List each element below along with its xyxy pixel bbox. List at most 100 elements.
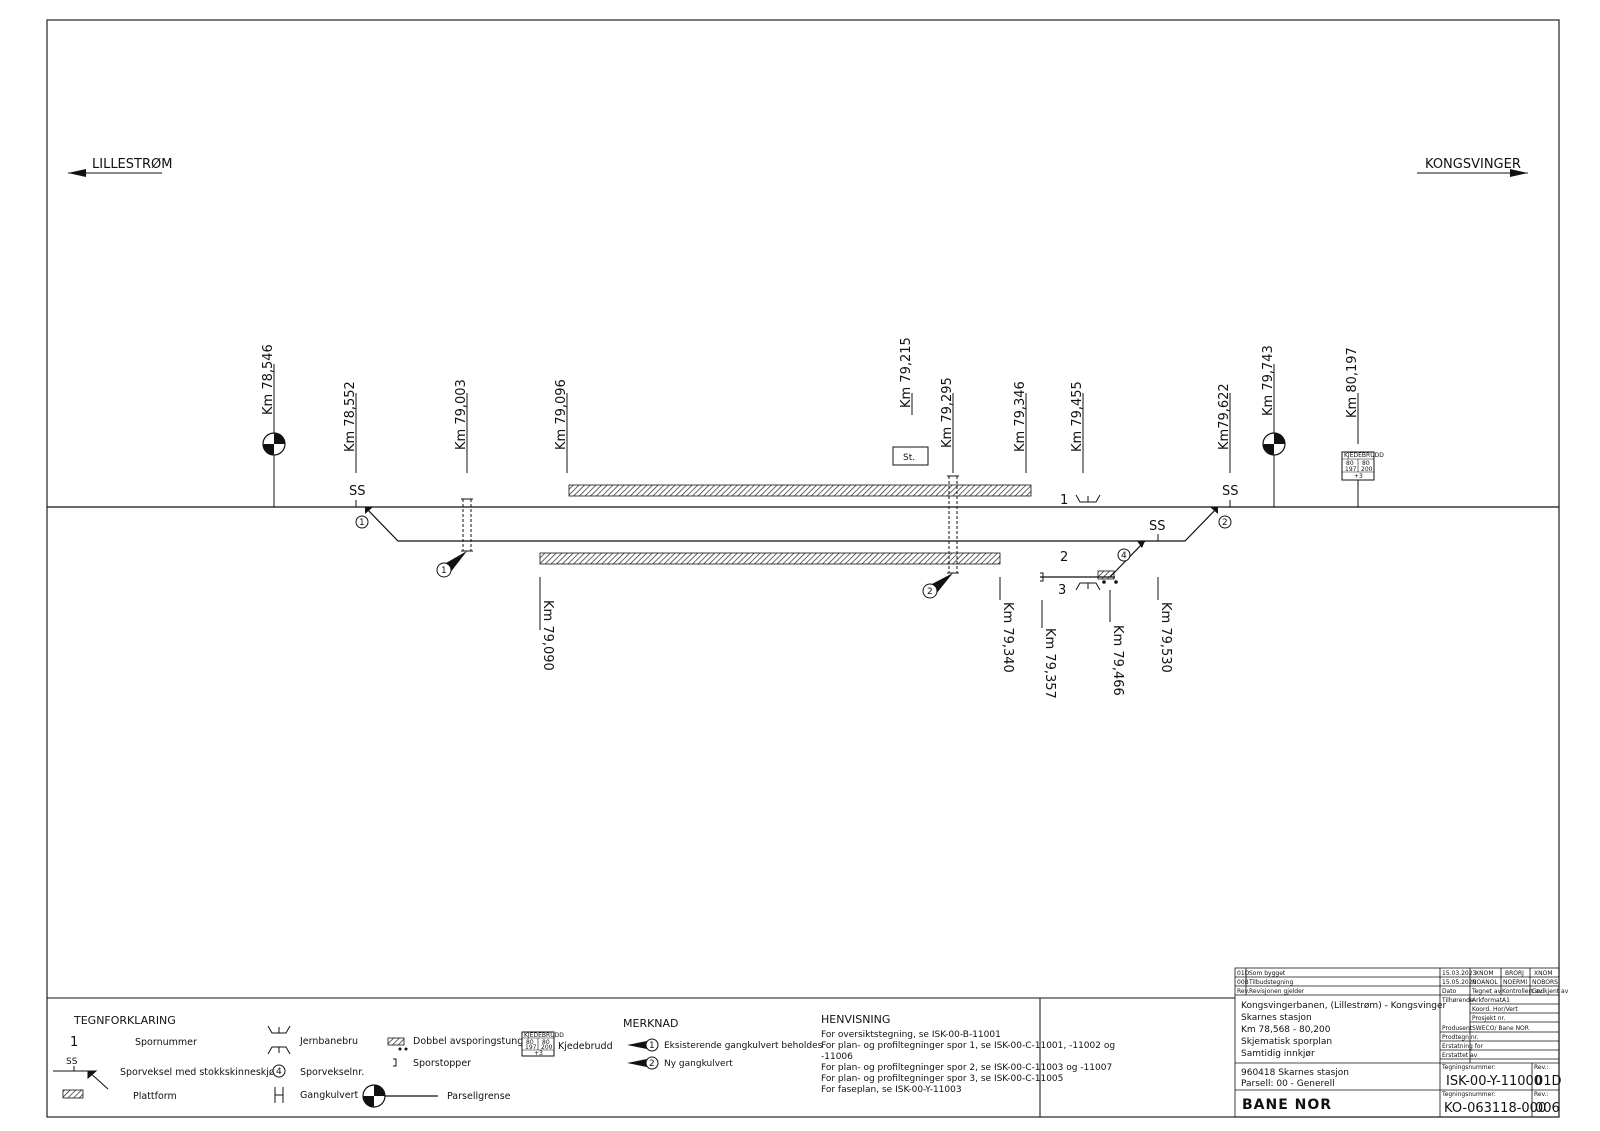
legend-switch-number: Sporvekselnr. (300, 1067, 364, 1078)
railway-bridge-icon (1075, 494, 1101, 503)
platform-track-2 (539, 552, 1001, 565)
legend-derail: Dobbel avsporingstunge (413, 1036, 529, 1047)
switch-number: 1 (355, 515, 369, 529)
switch-joint-label: SS (349, 484, 366, 499)
platform-track-1 (568, 484, 1032, 497)
legend-underpass-icon (274, 1087, 284, 1103)
switch-joint-label: SS (1222, 484, 1239, 499)
km-marker-bottom: Km 79,466 (1110, 625, 1125, 696)
rev-row-1-rev: 01D (1237, 970, 1250, 977)
switch-joint-marker (1210, 507, 1218, 514)
direction-left-label: LILLESTRØM (92, 157, 172, 172)
rev-label: Rev.: (1534, 1064, 1549, 1071)
drawing-no2: KO-063118-000 (1444, 1101, 1546, 1116)
merknad-item-1: Eksisterende gangkulvert beholdes (664, 1041, 823, 1051)
merknad-item-2-icon: 2 (627, 1056, 659, 1070)
henvisning-line: For plan- og profiltegninger spor 3, se … (821, 1074, 1063, 1084)
direction-right: KONGSVINGER (1417, 157, 1528, 177)
merknad-item-2: Ny gangkulvert (664, 1059, 733, 1069)
merknad-title: MERKNAD (623, 1017, 679, 1030)
svg-text:1: 1 (359, 518, 365, 528)
legend-title: TEGNFORKLARING (73, 1014, 176, 1027)
henvisning-line: For oversiktstegning, se ISK-00-B-11001 (821, 1030, 1001, 1040)
km-marker-bottom: Km 79,340 (1000, 602, 1015, 673)
svg-text:+3: +3 (534, 1050, 543, 1057)
description-line: Kongsvingerbanen, (Lillestrøm) - Kongsvi… (1241, 1001, 1447, 1011)
rev-value: 01D (1535, 1074, 1562, 1089)
drawing-no: ISK-00-Y-11000 (1446, 1074, 1542, 1089)
henvisning-line: For faseplan, se ISK-00-Y-11003 (821, 1085, 962, 1095)
field-label: Produsent (1442, 1025, 1473, 1032)
km-marker-top: Km 78,546 (261, 344, 276, 415)
legend-derail-icon (387, 1037, 408, 1051)
km-marker-top: Km 79,455 (1070, 381, 1085, 452)
drawing-frame (46, 19, 1560, 1118)
legend-switch-joint: Sporveksel med stokkskinneskjøt (120, 1067, 279, 1078)
drawing-no-label: Tegningsnummer: (1441, 1064, 1496, 1071)
rev-row-1-checked: BRORJ (1505, 970, 1524, 977)
rev-row-1-date: 15.03.2023 (1442, 970, 1477, 977)
rev-row-2-desc: Tilbudstegning (1248, 979, 1293, 986)
rev-row-1-desc: Som bygget (1249, 970, 1286, 977)
rev-row-1-drawn: XNOM (1475, 970, 1494, 977)
km-marker-top: Km 79,003 (454, 379, 469, 450)
direction-right-label: KONGSVINGER (1425, 157, 1521, 172)
km-marker-bottom: Km 79,530 (1158, 602, 1173, 673)
field-value: A1 (1502, 997, 1510, 1004)
km-marker-top: Km79,622 (1217, 383, 1232, 450)
rev-header: Godkjent av (1532, 988, 1569, 995)
field-label: Erstattet av (1442, 1052, 1478, 1059)
svg-text:4: 4 (276, 1067, 282, 1077)
km-marker-top: Km 79,215 (899, 337, 914, 408)
merknad-item-1-icon: 1 (627, 1038, 659, 1052)
field-label: Tilhørende (1441, 997, 1474, 1004)
legend-buffer-icon (393, 1058, 397, 1067)
svg-text:KJEDEBRUDD: KJEDEBRUDD (1344, 452, 1384, 459)
rev-row-2-checked: NOERMI (1503, 979, 1527, 986)
field-label: Erstatning for (1442, 1043, 1484, 1050)
railway-bridge-icon (1075, 582, 1101, 591)
derail-icon (1097, 570, 1118, 584)
svg-text:197: 197 (525, 1044, 537, 1051)
legend-chain-break-icon: KJEDEBRUDD 80 80 197 200 +3 (521, 1031, 564, 1057)
svg-text:197: 197 (1345, 466, 1357, 473)
switch-joint-label: SS (1149, 519, 1166, 534)
henvisning-line: For plan- og profiltegninger spor 2, se … (821, 1063, 1112, 1073)
svg-text:2: 2 (1222, 518, 1228, 528)
svg-text:KJEDEBRUDD: KJEDEBRUDD (524, 1032, 564, 1039)
track-2 (364, 506, 1219, 542)
km-marker-top: Km 79,295 (940, 377, 955, 448)
legend-switch-icon (53, 1066, 109, 1090)
legend-ss-symbol: SS (66, 1057, 78, 1067)
legend-chain-break: Kjedebrudd (558, 1041, 613, 1052)
legend-buffer: Sporstopper (413, 1058, 471, 1069)
switch-joint-marker (365, 507, 373, 514)
legend-bridge: Jernbanebru (299, 1036, 358, 1047)
legend-track-number-symbol: 1 (70, 1035, 78, 1050)
svg-text:200: 200 (541, 1044, 553, 1051)
rev-row-2-approved: NOBORS (1532, 979, 1558, 986)
switch-number: 2 (1218, 515, 1232, 529)
km-marker-top: Km 78,552 (343, 381, 358, 452)
svg-text:2: 2 (927, 587, 933, 597)
description-line: Samtidig innkjør (1241, 1049, 1315, 1059)
field-label: Arkformat (1472, 997, 1503, 1004)
culvert-callout: 2 (922, 573, 953, 599)
rev-header: Revisjonen gjelder (1249, 988, 1305, 995)
km-marker-top: Km 79,346 (1013, 381, 1028, 452)
field-label: Prodtegn nr. (1442, 1034, 1479, 1041)
henvisning-line: For plan- og profiltegninger spor 1, se … (821, 1041, 1115, 1051)
rev-row-2-date: 15.05.2020 (1442, 979, 1477, 986)
legend-platform-icon (62, 1089, 84, 1099)
rev-row-2-drawn: NOANOL (1472, 979, 1498, 986)
track-number: 2 (1060, 550, 1068, 565)
svg-text:+3: +3 (1354, 473, 1363, 480)
station-box (892, 446, 929, 466)
rev-row-2-rev: 00B (1237, 979, 1249, 986)
buffer-stop-icon (1040, 572, 1044, 582)
rev2-value: 006 (1535, 1101, 1560, 1116)
svg-text:80: 80 (1362, 460, 1370, 467)
henvisning-title: HENVISNING (821, 1013, 890, 1026)
rev-header: Kontrollert av (1502, 988, 1543, 995)
